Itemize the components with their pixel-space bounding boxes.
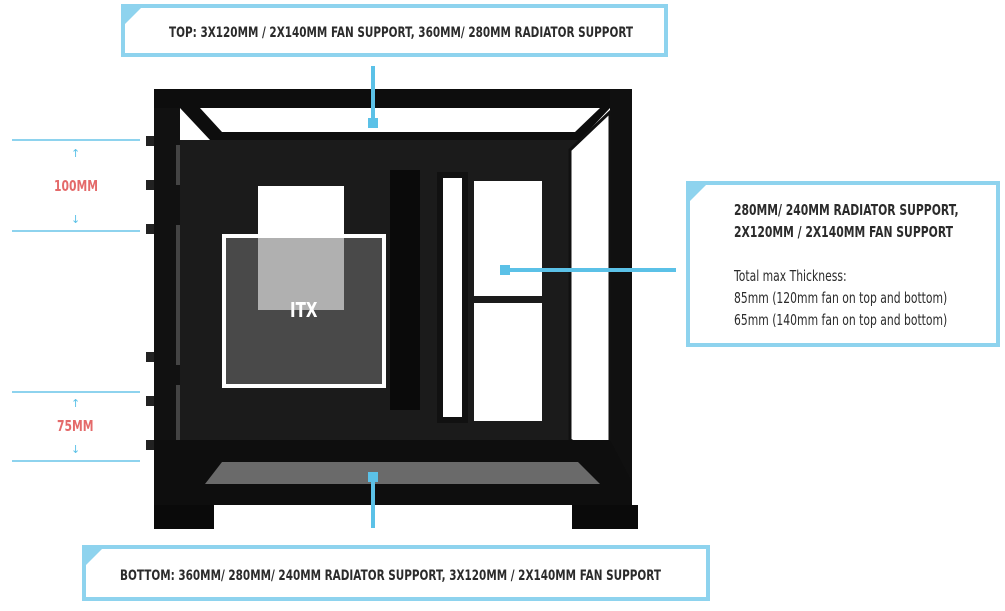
- bottom-connector-dot: [368, 472, 378, 482]
- side-support-heading-2: 2X120MM / 2X140MM FAN SUPPORT: [734, 223, 954, 241]
- top-clearance-lower-line: [12, 230, 140, 232]
- cable-bar-1: [390, 170, 420, 410]
- top-support-callout: TOP: 3X120MM / 2X140MM FAN SUPPORT, 360M…: [121, 4, 668, 57]
- top-window: [200, 108, 600, 132]
- up-arrow-icon: ↑: [71, 397, 81, 410]
- front-glass: [568, 108, 612, 465]
- up-arrow-icon: ↑: [71, 147, 81, 160]
- top-clearance-upper-line: [12, 139, 140, 141]
- top-connector-dot: [368, 118, 378, 128]
- thickness-label: Total max Thickness:: [734, 267, 847, 285]
- top-connector-line: [371, 66, 375, 122]
- case-foot-left: [154, 505, 214, 529]
- callout-corner-accent: [124, 7, 142, 25]
- fan-cutout-upper: [474, 181, 542, 296]
- bottom-mesh: [205, 462, 600, 484]
- top-support-text: TOP: 3X120MM / 2X140MM FAN SUPPORT, 360M…: [169, 25, 634, 41]
- side-support-callout: 280MM/ 240MM RADIATOR SUPPORT, 2X120MM /…: [686, 181, 1000, 347]
- thickness-140-fan: 65mm (140mm fan on top and bottom): [734, 311, 948, 329]
- bottom-support-callout: BOTTOM: 360MM/ 280MM/ 240MM RADIATOR SUP…: [82, 545, 710, 601]
- rear-io-buttons: [146, 136, 154, 450]
- case-foot-right: [572, 505, 638, 529]
- itx-board: [222, 234, 386, 388]
- side-support-heading-1: 280MM/ 240MM RADIATOR SUPPORT,: [734, 201, 959, 219]
- bottom-support-text: BOTTOM: 360MM/ 280MM/ 240MM RADIATOR SUP…: [120, 568, 661, 584]
- callout-corner-accent: [689, 184, 707, 202]
- bottom-connector-line: [371, 478, 375, 528]
- itx-label: ITX: [290, 298, 318, 322]
- case-front-pillar: [610, 89, 632, 529]
- callout-corner-accent: [85, 548, 103, 566]
- cable-bar-2: [437, 172, 468, 423]
- bottom-clearance-value: 75MM: [57, 417, 94, 435]
- fan-cutout-lower: [474, 303, 542, 421]
- down-arrow-icon: ↓: [71, 213, 81, 226]
- top-clearance-value: 100MM: [54, 177, 99, 195]
- bottom-clearance-upper-line: [12, 391, 140, 393]
- thickness-120-fan: 85mm (120mm fan on top and bottom): [734, 289, 948, 307]
- bottom-clearance-lower-line: [12, 460, 140, 462]
- down-arrow-icon: ↓: [71, 443, 81, 456]
- side-connector-line: [506, 268, 676, 272]
- side-connector-dot: [500, 265, 510, 275]
